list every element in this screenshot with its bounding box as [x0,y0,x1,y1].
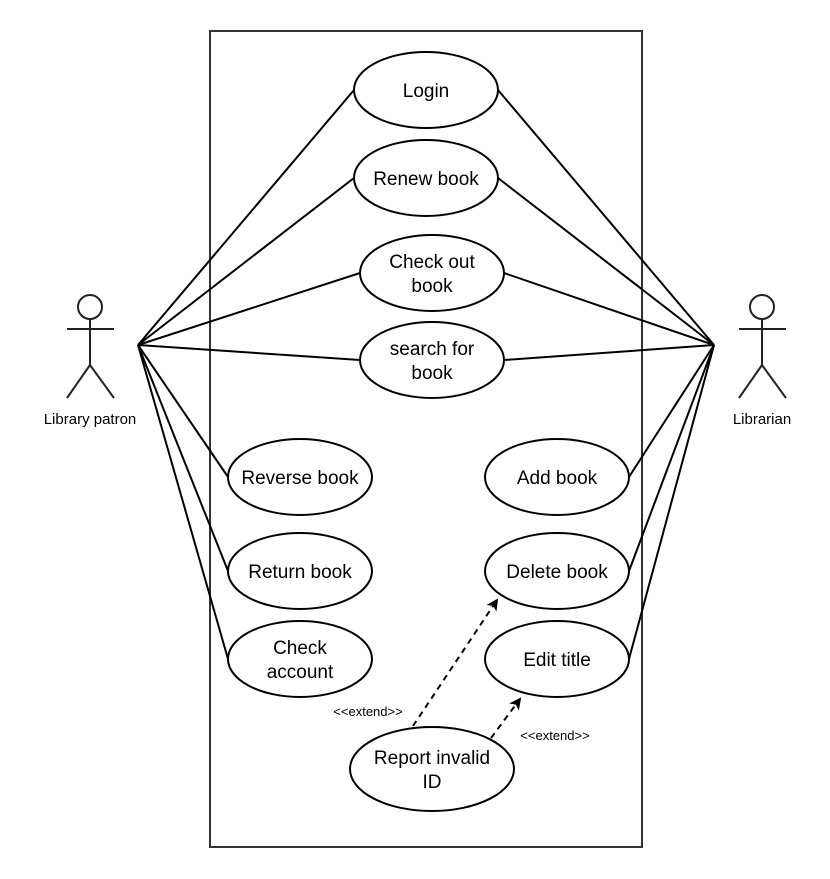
use-case-label: Renew book [373,169,479,190]
actor-label: Librarian [733,411,791,428]
actor-head [749,294,775,320]
use-case-ellipse [359,234,505,312]
use-case-add[interactable]: Add book [484,438,630,516]
association-librarian-edit [628,344,715,660]
use-case-ellipse [227,438,373,516]
use-case-ellipse [484,620,630,698]
use-case-ellipse [353,139,499,217]
association-librarian-add [628,344,715,478]
association-patron-search [137,344,361,361]
use-case-search[interactable]: search for book [359,321,505,399]
use-case-reverse[interactable]: Reverse book [227,438,373,516]
use-case-label: Edit title [523,650,591,671]
use-case-delete[interactable]: Delete book [484,532,630,610]
use-case-ellipse [349,726,515,812]
use-case-label: ID [423,772,442,793]
extend-relations: <<extend>> <<extend>> [333,598,590,743]
use-case-label: Reverse book [241,468,359,489]
use-case-label: search for [390,339,475,360]
use-case-ellipse [227,620,373,698]
use-case-label: Add book [517,468,598,489]
extend-arrow-report-delete [412,598,499,727]
actor-library-patron[interactable]: Library patron [44,294,137,428]
use-case-label: Report invalid [374,748,490,769]
system-boundary [209,30,643,848]
actor-librarian[interactable]: Librarian [733,294,791,428]
association-patron-login [137,89,355,346]
use-case-ellipse [353,51,499,129]
association-patron-renew [137,177,355,346]
use-case-label: Check out [389,252,475,273]
actor-label: Library patron [44,411,137,428]
use-case-edit[interactable]: Edit title [484,620,630,698]
use-case-login[interactable]: Login [353,51,499,129]
use-case-label: Login [403,81,450,102]
use-case-return[interactable]: Return book [227,532,373,610]
association-patron-checkout [137,272,361,346]
actor-head [77,294,103,320]
use-case-label: book [411,363,453,384]
extend-arrow-report-edit [490,697,522,739]
use-case-ellipse [484,438,630,516]
use-case-ellipse [359,321,505,399]
use-case-ellipse [227,532,373,610]
association-librarian-search [503,344,715,361]
association-librarian-renew [497,177,715,346]
actor-left-leg [738,364,763,399]
association-librarian-login [497,89,715,346]
use-case-checkout[interactable]: Check out book [359,234,505,312]
use-case-label: Return book [248,562,352,583]
use-case-label: book [411,276,453,297]
use-case-label: account [267,662,334,683]
actor-right-leg [761,364,787,399]
association-librarian-delete [628,344,715,572]
use-case-label: Delete book [506,562,608,583]
association-patron-account [137,344,229,660]
association-patron-return [137,344,229,572]
use-case-ellipse [484,532,630,610]
actor-right-leg [89,364,115,399]
use-case-label: Check [273,638,327,659]
extend-label: <<extend>> [333,704,402,719]
association-lines [137,89,715,660]
association-patron-reverse [137,344,229,478]
use-case-renew[interactable]: Renew book [353,139,499,217]
use-case-account[interactable]: Check account [227,620,373,698]
extend-label: <<extend>> [520,728,589,743]
association-librarian-checkout [503,272,715,346]
actor-left-leg [66,364,91,399]
